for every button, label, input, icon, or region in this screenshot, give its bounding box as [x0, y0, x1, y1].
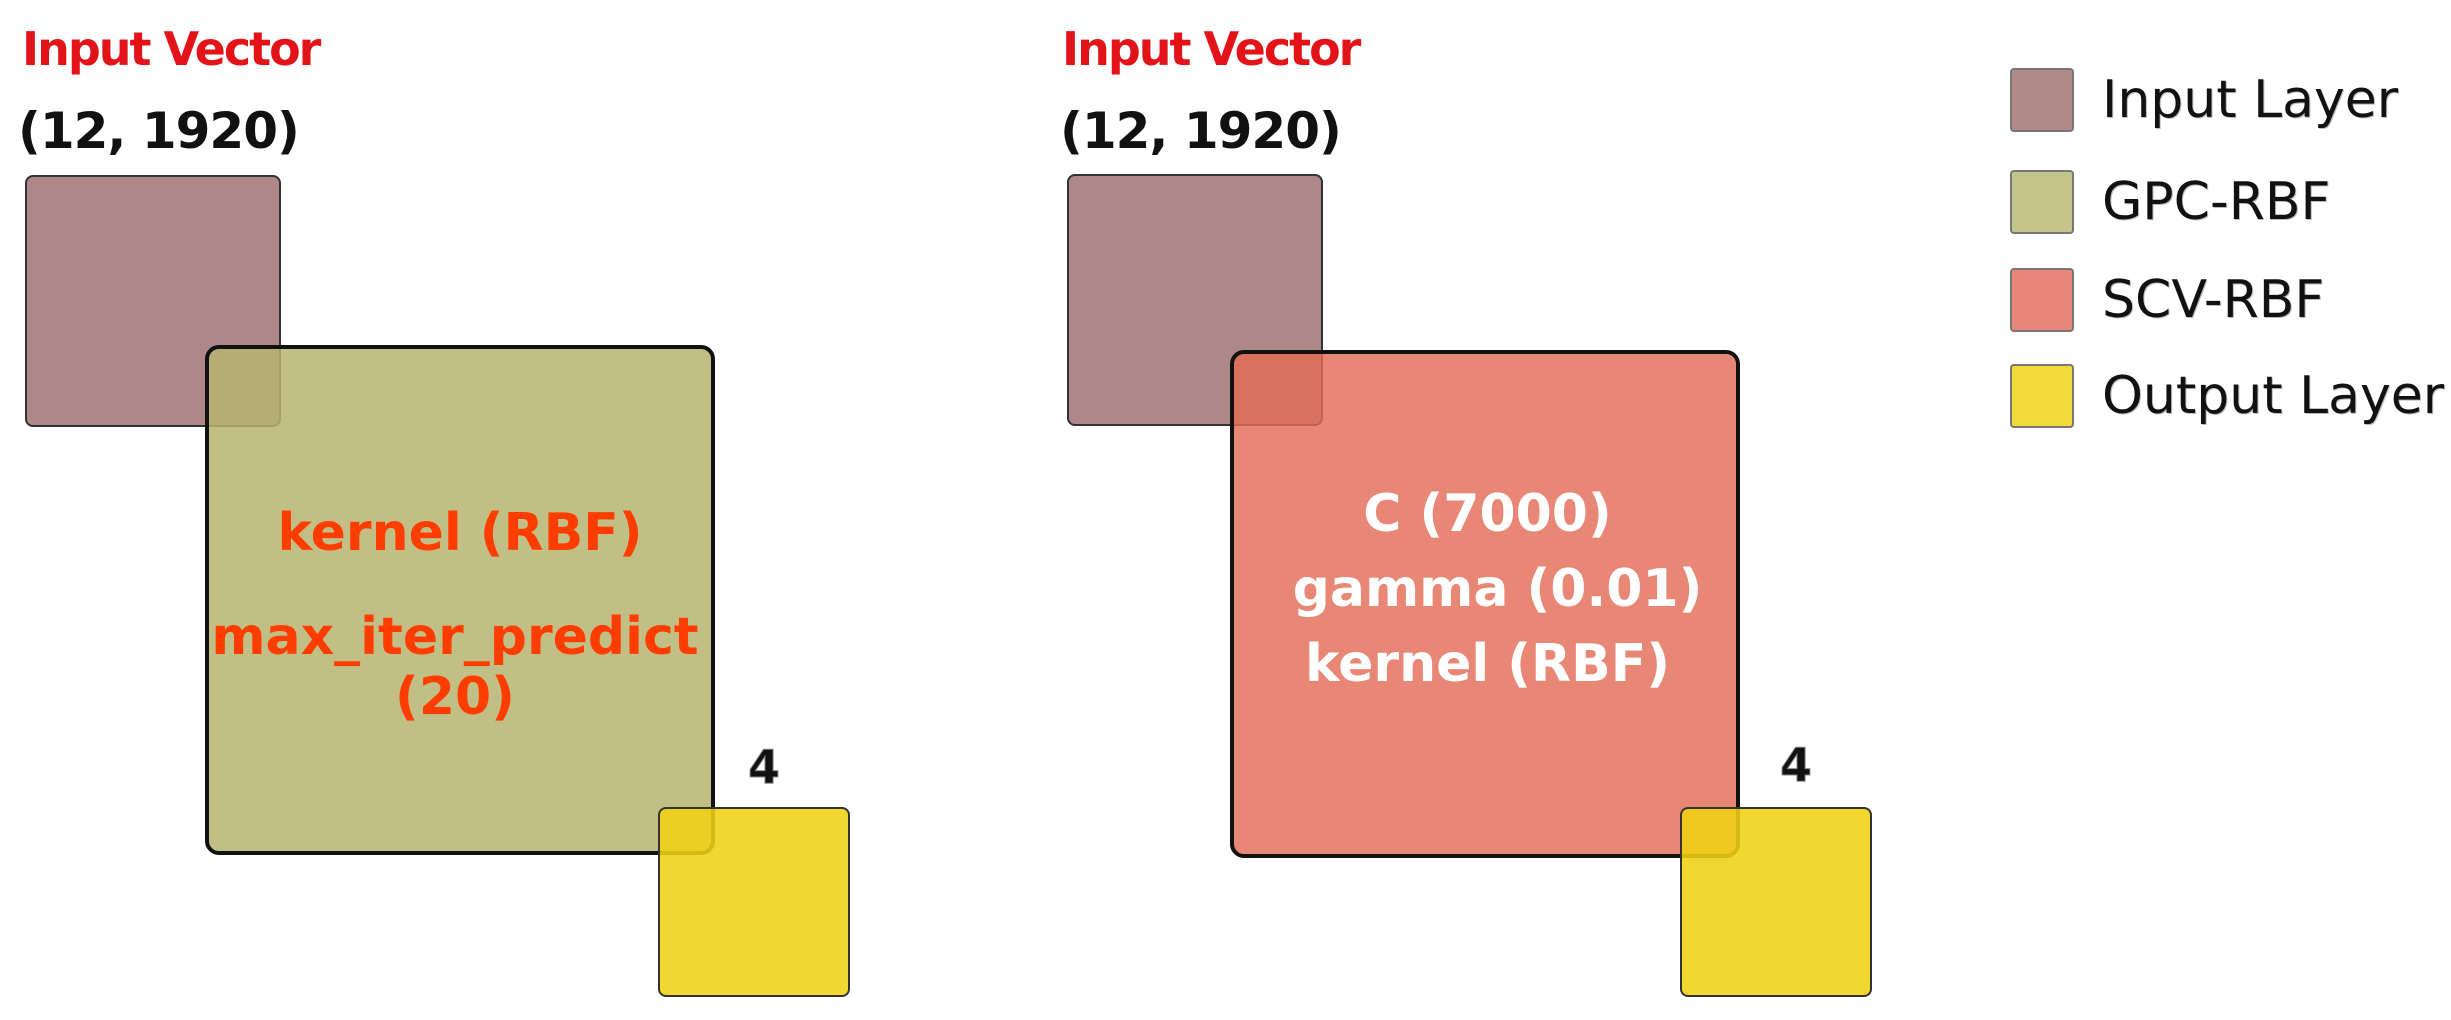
legend-swatch-gpc-rbf	[2010, 170, 2074, 234]
gpc-rbf-layer-box	[205, 345, 715, 855]
gpc-param-kernel: kernel (RBF)	[277, 503, 643, 563]
scv-output-layer-box	[1680, 807, 1872, 997]
legend-label-scv-rbf: SCV-RBF	[2102, 270, 2325, 330]
gpc-param-max-iter-value: (20)	[395, 667, 515, 727]
gpc-input-shape: (12, 1920)	[18, 102, 300, 160]
gpc-output-layer-box	[658, 807, 850, 997]
legend-swatch-scv-rbf	[2010, 268, 2074, 332]
legend-swatch-output-layer	[2010, 364, 2074, 428]
legend-swatch-input-layer	[2010, 68, 2074, 132]
legend-label-input-layer: Input Layer	[2102, 70, 2399, 130]
scv-output-size: 4	[1779, 738, 1813, 793]
scv-rbf-layer-box	[1230, 350, 1740, 858]
gpc-param-max-iter: max_iter_predict	[211, 607, 699, 667]
gpc-output-size: 4	[747, 740, 781, 795]
scv-param-c: C (7000)	[1363, 484, 1612, 544]
gpc-input-title: Input Vector	[22, 22, 321, 76]
scv-input-title: Input Vector	[1062, 22, 1361, 76]
legend-label-gpc-rbf: GPC-RBF	[2102, 172, 2331, 232]
scv-param-kernel: kernel (RBF)	[1304, 634, 1671, 694]
legend-label-output-layer: Output Layer	[2102, 366, 2445, 426]
scv-input-shape: (12, 1920)	[1060, 102, 1342, 160]
scv-param-gamma: gamma (0.01)	[1292, 559, 1703, 619]
